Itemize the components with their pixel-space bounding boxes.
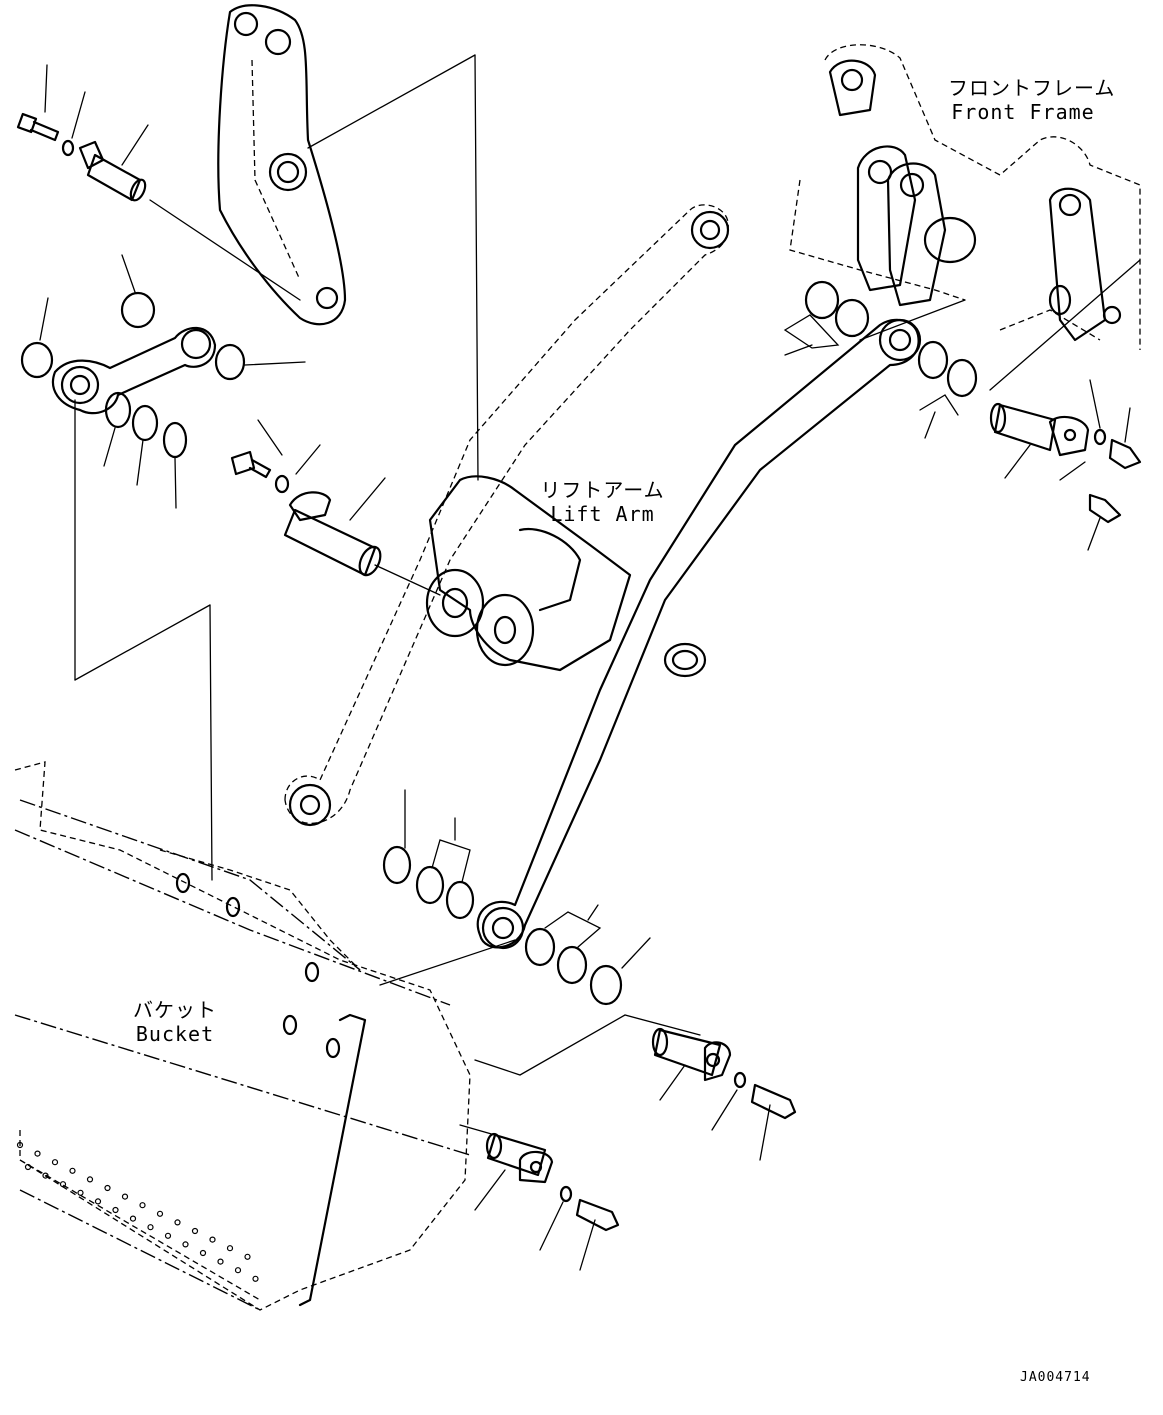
bucket-dot (156, 1210, 164, 1217)
bucket-dot (199, 1249, 207, 1257)
bucket-dot (42, 1172, 49, 1179)
bucket-dot (217, 1258, 224, 1265)
bucket-dot (139, 1202, 146, 1209)
bucket-dot (129, 1215, 137, 1222)
bottom-pin-assembly (379, 789, 797, 1271)
lift-arm-label-en: Lift Arm (550, 502, 655, 526)
bucket-label-en: Bucket (135, 1022, 215, 1046)
bucket-dot (209, 1236, 216, 1243)
bucket-dot (174, 1219, 181, 1226)
bucket-dot (226, 1245, 234, 1252)
bucket-dot (147, 1224, 154, 1231)
front-frame-label-en: Front Frame (951, 100, 1095, 124)
bucket-dot (112, 1206, 119, 1214)
bucket-dot (94, 1198, 102, 1205)
bucket-dot (104, 1184, 111, 1192)
bucket-link (20, 254, 306, 509)
lift-arm-label-jp: リフトアーム (540, 478, 665, 502)
bucket-dot (234, 1267, 242, 1274)
bucket-dot (164, 1232, 172, 1239)
bucket-dot (191, 1227, 199, 1235)
bucket-dot (121, 1193, 129, 1200)
bucket-dot (252, 1275, 259, 1282)
top-left-pin-assembly (16, 64, 149, 202)
bucket-dot (244, 1253, 251, 1260)
bucket-dot (59, 1181, 67, 1188)
drawing-code: JA004714 (1020, 1370, 1091, 1385)
middle-pin-assembly (230, 419, 441, 596)
bucket-dot (69, 1167, 76, 1174)
front-frame-pin-assembly (783, 280, 1142, 551)
front-frame-label-jp: フロントフレーム (948, 76, 1116, 100)
bell-crank (217, 4, 347, 326)
bucket-dot (16, 1141, 24, 1149)
bucket-dot (34, 1150, 41, 1157)
bucket-label-jp: バケット (133, 998, 217, 1022)
lift-arm (284, 204, 922, 950)
front-frame (789, 44, 1141, 350)
bucket-dot (86, 1176, 94, 1183)
bucket-dot (24, 1163, 32, 1171)
bucket-dot (51, 1159, 59, 1166)
bucket (14, 761, 471, 1311)
bucket-dot-row (16, 1141, 259, 1282)
bucket-dot (77, 1189, 84, 1196)
bucket-dot (182, 1241, 189, 1248)
